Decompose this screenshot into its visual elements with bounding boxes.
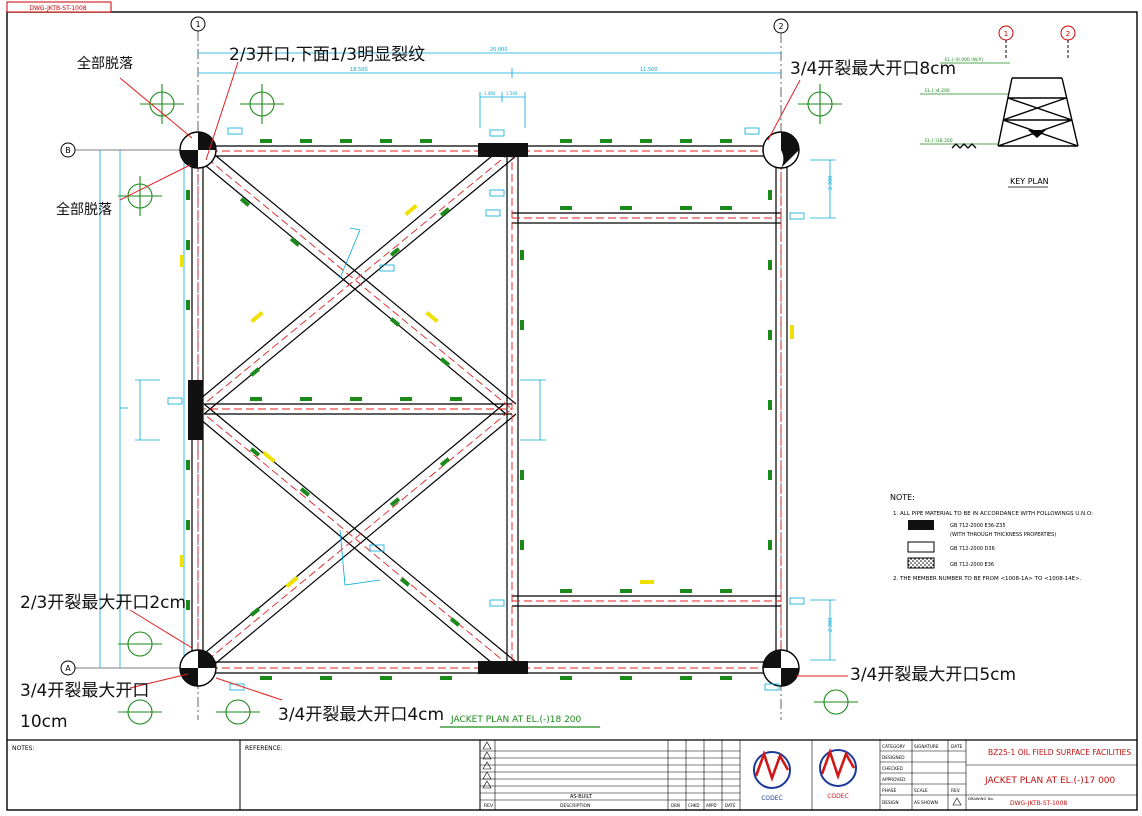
annotation-a8: 3/4开裂最大开口5cm bbox=[850, 665, 1016, 685]
key-plan-title: KEY PLAN bbox=[1010, 177, 1049, 186]
legend-swatch-hatch bbox=[907, 557, 935, 569]
svg-text:EL.(-)18.200: EL.(-)18.200 bbox=[925, 138, 953, 144]
svg-text:CODEC: CODEC bbox=[761, 795, 783, 802]
key-plan: 1 2 EL.(-)0.000 (W.P.) EL.(-)4.200 EL.(-… bbox=[920, 25, 1079, 188]
notes-label: NOTES: bbox=[12, 745, 35, 752]
legend-swatch-solid bbox=[908, 520, 934, 530]
annotation-a3: 2/3开口,下面1/3明显裂纹 bbox=[229, 45, 425, 65]
svg-text:EL.(-)4.200: EL.(-)4.200 bbox=[925, 88, 950, 94]
reference-label: REFERENCE: bbox=[245, 745, 283, 752]
node-plates bbox=[188, 143, 528, 674]
sheet-border bbox=[6, 11, 1138, 811]
leg-b2 bbox=[762, 131, 800, 169]
notes-block: NOTE: 1. ALL PIPE MATERIAL TO BE IN ACCO… bbox=[890, 493, 1093, 582]
svg-text:GB 712-2000 E36-Z35: GB 712-2000 E36-Z35 bbox=[950, 523, 1006, 529]
damage-annotations: 全部脱落 全部脱落 2/3开口,下面1/3明显裂纹 3/4开裂最大开口8cm 2… bbox=[20, 45, 1016, 732]
svg-text:DATE: DATE bbox=[725, 803, 736, 808]
svg-text:DATE: DATE bbox=[951, 744, 962, 750]
leader-lines bbox=[119, 61, 848, 701]
svg-text:PHASE: PHASE bbox=[882, 788, 896, 794]
section-symbols bbox=[118, 84, 858, 725]
member-tags bbox=[167, 127, 805, 691]
svg-text:GB 712-2000 E36: GB 712-2000 E36 bbox=[950, 562, 994, 568]
svg-text:1: 1 bbox=[1004, 30, 1008, 38]
left-dimensions bbox=[99, 150, 185, 668]
grid-bubble-2: 2 bbox=[773, 18, 789, 34]
svg-text:AS SHOWN: AS SHOWN bbox=[914, 800, 938, 806]
grid-bubble-1: 1 bbox=[190, 16, 206, 32]
note-2: 2. THE MEMBER NUMBER TO BE FROM <1008-1A… bbox=[893, 576, 1082, 582]
annotation-a6: 3/4开裂最大开口 bbox=[20, 681, 149, 701]
svg-text:DESIGN: DESIGN bbox=[882, 800, 899, 806]
jacket-legs bbox=[179, 131, 800, 687]
corner-code: DWG-JKTB-ST-1008 bbox=[29, 5, 86, 12]
right-dimensions bbox=[520, 159, 836, 661]
svg-text:CHKD: CHKD bbox=[688, 803, 700, 808]
svg-text:DESIGNED: DESIGNED bbox=[882, 755, 905, 761]
svg-text:DRN: DRN bbox=[671, 803, 680, 808]
dim-text-right-1: 2.300 bbox=[828, 176, 834, 190]
legend-swatch-empty bbox=[907, 541, 935, 553]
svg-text:20.000: 20.000 bbox=[490, 47, 508, 53]
svg-text:11.500: 11.500 bbox=[640, 67, 658, 73]
as-built-label: AS-BUILT bbox=[570, 794, 593, 800]
annotation-a7: 3/4开裂最大开口4cm bbox=[278, 705, 444, 725]
codec-logo-1: CODEC bbox=[753, 750, 791, 802]
jacket-members bbox=[191, 145, 788, 674]
leg-a2 bbox=[762, 649, 800, 687]
svg-text:REV: REV bbox=[484, 803, 494, 809]
annotation-a5: 2/3开裂最大开口2cm bbox=[20, 593, 186, 613]
svg-text:18.500: 18.500 bbox=[350, 67, 368, 73]
svg-text:1.400: 1.400 bbox=[484, 91, 496, 96]
svg-text:A: A bbox=[65, 664, 71, 673]
svg-text:CATEGORY: CATEGORY bbox=[882, 744, 905, 750]
svg-text:EL.(-)0.000 (W.P.): EL.(-)0.000 (W.P.) bbox=[945, 57, 984, 63]
drawing-number: DWG-JKTB-ST-1008 bbox=[1010, 800, 1067, 807]
drawing-title: JACKET PLAN AT EL.(-)17 000 bbox=[984, 776, 1116, 786]
grid-bubble-b: B bbox=[60, 142, 76, 158]
svg-text:(WITH THROUGH THICKNESS PROPER: (WITH THROUGH THICKNESS PROPERTIES) bbox=[950, 532, 1056, 538]
svg-text:APPROVED: APPROVED bbox=[882, 777, 906, 783]
leg-a1 bbox=[179, 649, 217, 687]
svg-text:DRAWING No.: DRAWING No. bbox=[968, 796, 994, 801]
svg-text:1.500: 1.500 bbox=[506, 91, 518, 96]
svg-text:2: 2 bbox=[778, 22, 783, 31]
svg-text:2: 2 bbox=[1066, 30, 1070, 38]
annotation-a1: 全部脱落 bbox=[77, 55, 133, 72]
title-block: NOTES: REFERENCE: AS-BUILT RE bbox=[7, 739, 1137, 810]
annotation-a2: 全部脱落 bbox=[56, 201, 112, 218]
svg-text:SIGNATURE: SIGNATURE bbox=[914, 744, 939, 750]
svg-text:CODEC: CODEC bbox=[827, 793, 849, 800]
svg-text:DESCRIPTION: DESCRIPTION bbox=[560, 803, 590, 809]
svg-text:1: 1 bbox=[195, 20, 200, 29]
annotation-a4: 3/4开裂最大开口8cm bbox=[790, 59, 956, 79]
svg-text:SCALE: SCALE bbox=[914, 788, 928, 794]
svg-text:CHECKED: CHECKED bbox=[882, 766, 903, 772]
svg-text:APPD: APPD bbox=[706, 803, 717, 808]
dim-text-right-2: 2.300 bbox=[828, 618, 834, 632]
leg-b1 bbox=[179, 131, 217, 169]
top-dimensions: 20.000 18.500 11.500 1.400 1.500 bbox=[198, 47, 781, 128]
codec-logo-2: CODEC bbox=[819, 748, 857, 800]
plan-title: JACKET PLAN AT EL.(-)18 200 bbox=[450, 715, 582, 725]
note-1: 1. ALL PIPE MATERIAL TO BE IN ACCORDANCE… bbox=[893, 511, 1093, 517]
project-name: BZ25-1 OIL FIELD SURFACE FACILITIES bbox=[988, 748, 1131, 757]
annotation-a6b: 10cm bbox=[20, 712, 68, 732]
svg-text:B: B bbox=[65, 146, 71, 155]
svg-text:GB 712-2000 D36: GB 712-2000 D36 bbox=[950, 546, 995, 552]
member-centrelines bbox=[197, 150, 782, 669]
svg-text:REV.: REV. bbox=[951, 788, 960, 794]
notes-title: NOTE: bbox=[890, 493, 915, 502]
grid-bubble-a: A bbox=[60, 660, 76, 676]
